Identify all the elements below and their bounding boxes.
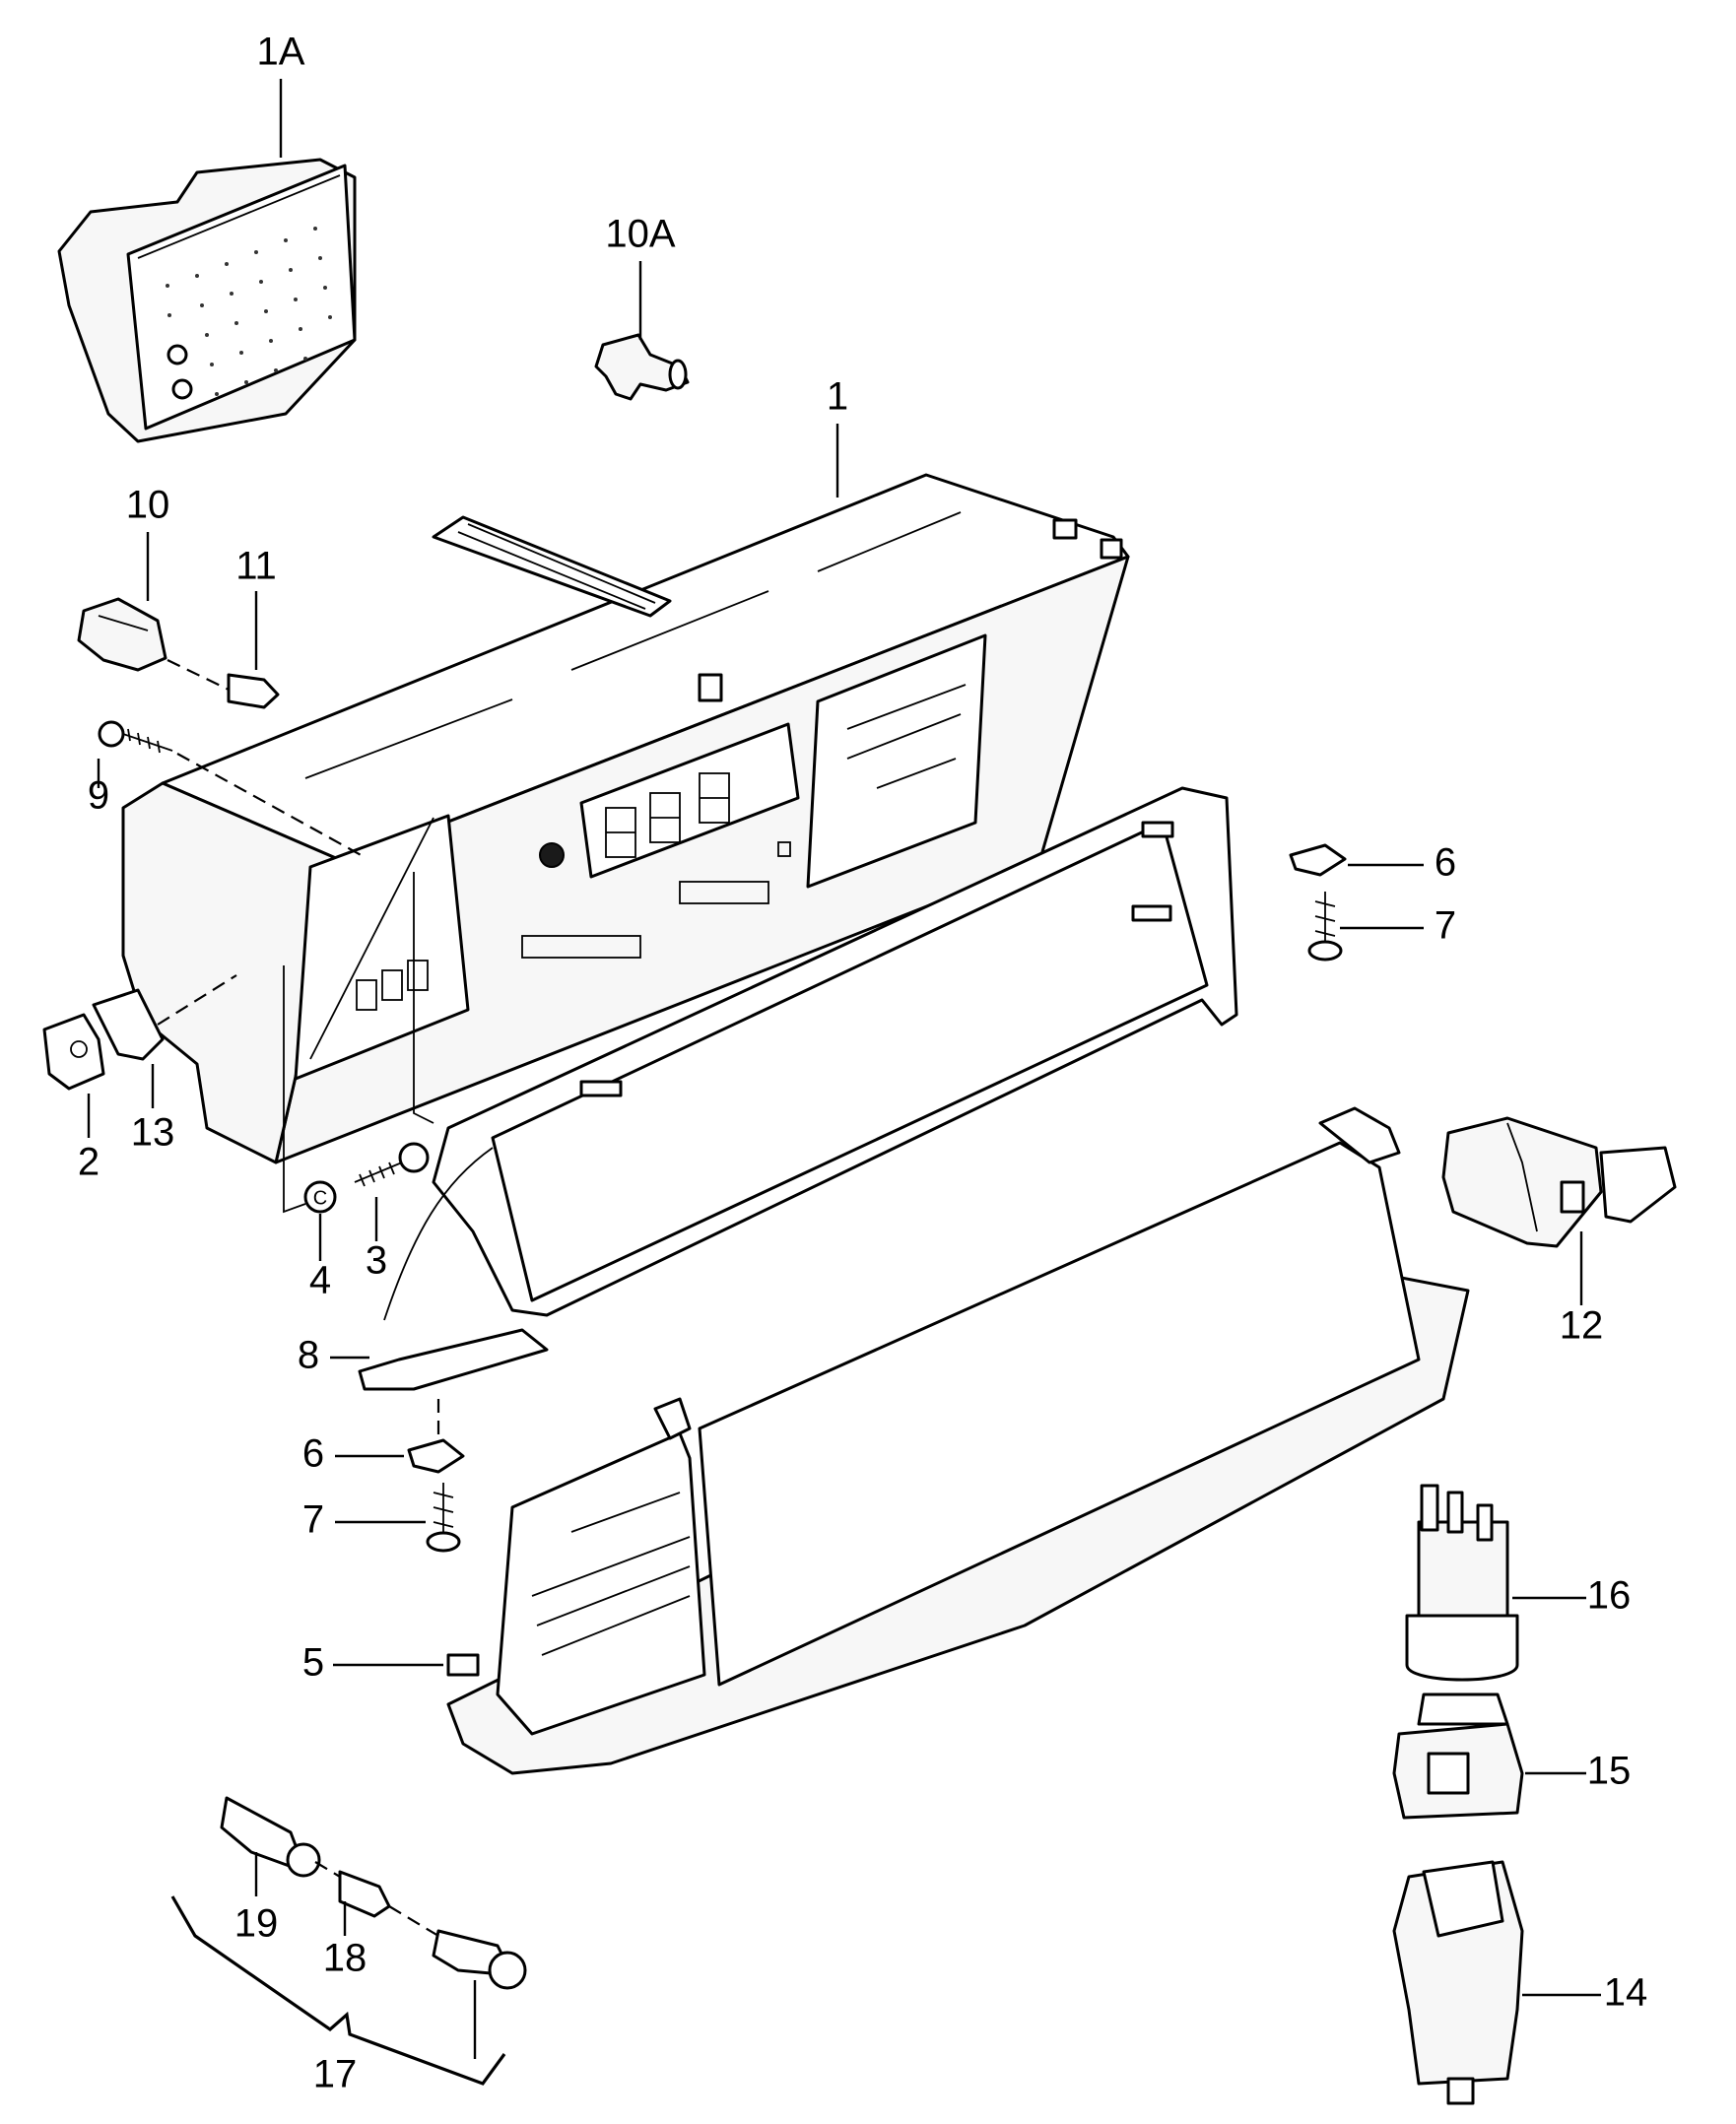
screw-7-right [1307, 892, 1343, 962]
pressure-switch-14 [1392, 1860, 1524, 2105]
callout-16: 16 [1587, 1574, 1632, 1618]
callout-3: 3 [366, 1239, 387, 1283]
callout-17: 17 [313, 2053, 358, 2096]
callout-15: 15 [1587, 1750, 1632, 1793]
callout-6-right: 6 [1435, 841, 1456, 885]
callout-14: 14 [1604, 1971, 1648, 2015]
callout-11: 11 [235, 545, 277, 588]
assembly-path-8 [413, 872, 434, 1124]
sender-16 [1405, 1484, 1519, 1682]
callout-2: 2 [78, 1141, 100, 1184]
callout-8: 8 [298, 1334, 319, 1377]
control-module-1a [57, 158, 357, 443]
bulb-11 [227, 673, 280, 709]
callout-labels: 1A 10A 1 10 11 9 6 7 2 13 3 4 12 8 6 7 1… [78, 31, 1647, 2096]
bracket-2 [42, 1013, 105, 1091]
clip-nut-6-left [407, 1438, 465, 1474]
callout-6-left: 6 [302, 1432, 324, 1476]
callout-10: 10 [126, 484, 170, 527]
screw-3 [354, 1142, 430, 1187]
group-bracket-17 [170, 1895, 506, 2086]
instrument-cluster-1 [121, 473, 1130, 1164]
assembly-path-10-11 [167, 659, 230, 691]
bulb-18 [338, 1870, 391, 1918]
leader-lines [87, 79, 1601, 2059]
switch-12 [1441, 1116, 1677, 1248]
trim-cover-5 [446, 1106, 1470, 1775]
callout-5: 5 [302, 1641, 324, 1685]
switch-cap-15 [1392, 1693, 1524, 1820]
assembly-path-9 [176, 753, 366, 858]
assembly-path-3-4 [283, 965, 306, 1214]
assembly-path-2-13 [157, 974, 237, 1026]
clip-13 [92, 988, 165, 1061]
callout-9: 9 [88, 774, 109, 818]
bulb-holder-10a [594, 333, 690, 401]
callout-19: 19 [234, 1902, 279, 1946]
callout-7-right: 7 [1435, 904, 1456, 948]
screw-9 [98, 720, 173, 754]
callout-1: 1 [827, 375, 848, 419]
screw-7-left [426, 1483, 461, 1553]
socket-19 [220, 1796, 321, 1878]
callout-12: 12 [1560, 1304, 1604, 1348]
callout-7-left: 7 [302, 1498, 324, 1542]
callout-4: 4 [309, 1259, 331, 1302]
assembly-path-17-18-19 [314, 1861, 439, 1937]
bezel-frame-8 [358, 786, 1238, 1391]
callout-18: 18 [323, 1937, 367, 1980]
washer-4: C [303, 1180, 337, 1214]
clip-nut-6-right [1289, 843, 1347, 877]
callout-13: 13 [131, 1111, 175, 1155]
callout-1a: 1A [257, 31, 305, 74]
bulb-holder-10 [77, 597, 167, 672]
svg-text:C: C [313, 1187, 327, 1209]
callout-10a: 10A [605, 213, 675, 256]
socket-17 [432, 1929, 527, 1990]
